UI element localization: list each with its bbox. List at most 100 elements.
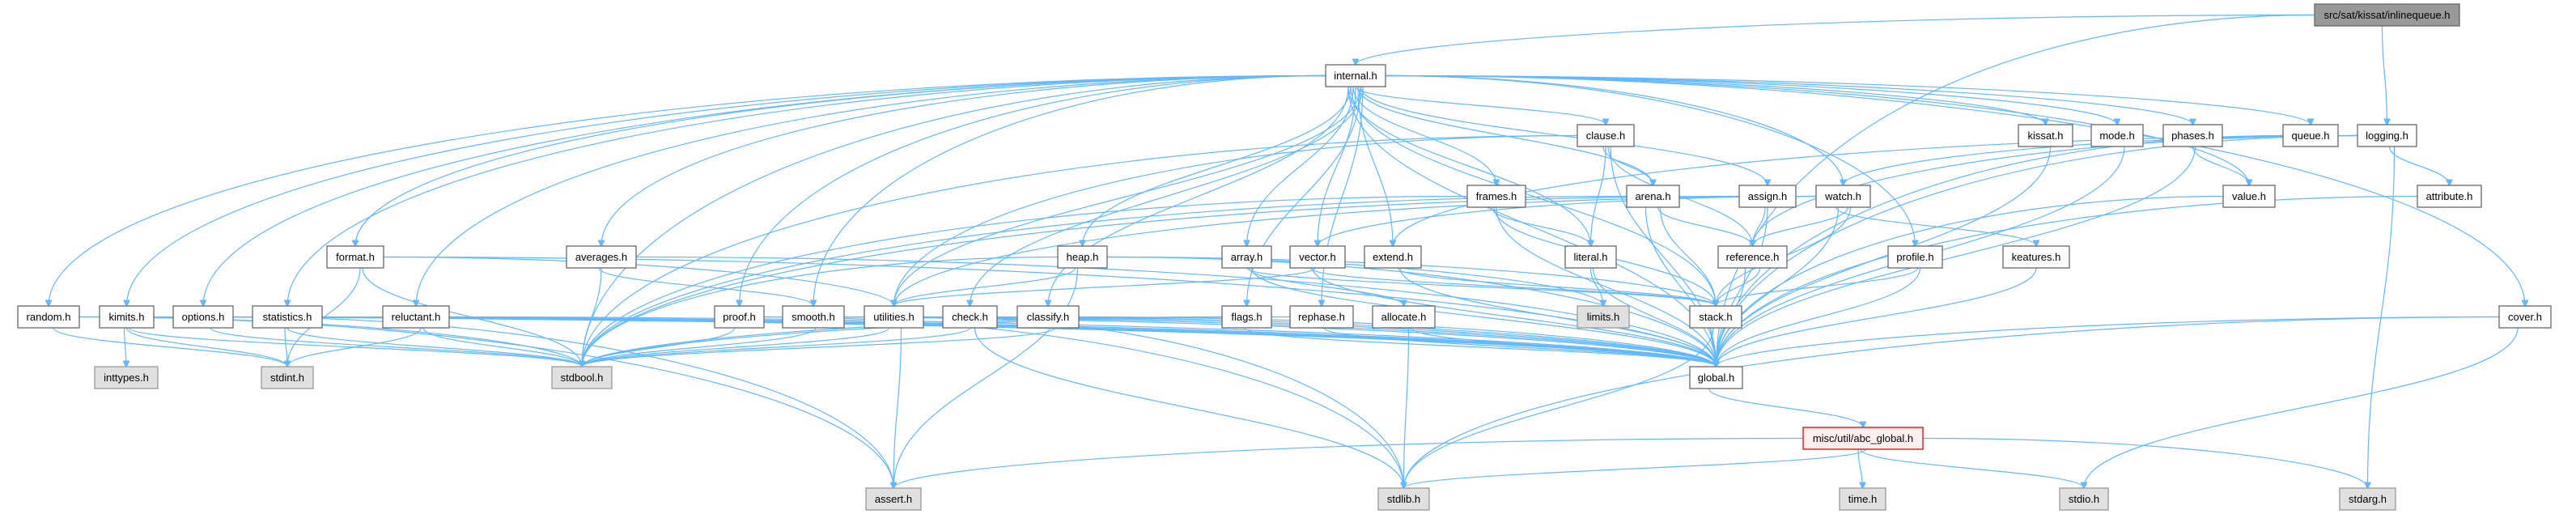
node-box: [99, 305, 155, 329]
edge-reluctant-to-global: [448, 316, 1717, 367]
edge-reluctant-to-stdint: [287, 327, 422, 367]
node-rephase[interactable]: rephase.h: [1289, 305, 1354, 329]
edge-utilities-to-stdbool: [582, 327, 890, 367]
node-label: logging.h: [2366, 130, 2408, 142]
node-label: mode.h: [2099, 130, 2134, 142]
edge-arena-to-global: [1644, 206, 1717, 367]
node-box: [2162, 124, 2223, 147]
node-logging[interactable]: logging.h: [2357, 124, 2417, 147]
node-label: time.h: [1848, 493, 1877, 505]
edge-smooth-to-stdbool: [582, 327, 817, 367]
edge-array-to-global: [1250, 267, 1717, 367]
node-label: value.h: [2232, 190, 2266, 202]
node-box: [864, 305, 924, 329]
node-mode[interactable]: mode.h: [2090, 124, 2144, 147]
edge-profile-to-global: [1717, 267, 1921, 367]
node-smooth[interactable]: smooth.h: [782, 305, 845, 329]
node-phases[interactable]: phases.h: [2162, 124, 2223, 147]
node-reluctant[interactable]: reluctant.h: [382, 305, 450, 329]
node-watch[interactable]: watch.h: [1815, 185, 1871, 208]
edge-rephase-to-global: [1323, 327, 1717, 367]
node-arena[interactable]: arena.h: [1626, 185, 1680, 208]
node-kissat[interactable]: kissat.h: [2018, 124, 2073, 147]
node-random[interactable]: random.h: [17, 305, 80, 329]
node-utilities[interactable]: utilities.h: [864, 305, 924, 329]
edge-phases-to-value: [2192, 146, 2250, 185]
node-box: [1325, 64, 1386, 87]
edge-heap-to-stdbool: [582, 256, 1059, 367]
node-vector[interactable]: vector.h: [1289, 245, 1346, 269]
node-keatures[interactable]: keatures.h: [2002, 245, 2070, 269]
node-attribute[interactable]: attribute.h: [2417, 185, 2482, 208]
edge-watch-to-vector: [1318, 195, 1817, 247]
edge-rephase-to-stdbool: [582, 316, 1291, 367]
node-internal[interactable]: internal.h: [1325, 64, 1386, 87]
node-stack[interactable]: stack.h: [1689, 305, 1742, 329]
node-format[interactable]: format.h: [326, 245, 384, 269]
node-value[interactable]: value.h: [2222, 185, 2276, 208]
node-classify[interactable]: classify.h: [1016, 305, 1080, 329]
node-reference[interactable]: reference.h: [1717, 245, 1788, 269]
node-box: [1839, 487, 1886, 511]
node-extend[interactable]: extend.h: [1364, 245, 1422, 269]
node-heap[interactable]: heap.h: [1057, 245, 1108, 269]
node-frames[interactable]: frames.h: [1466, 185, 1526, 208]
node-box: [1057, 245, 1108, 269]
node-assign[interactable]: assign.h: [1738, 185, 1797, 208]
node-check[interactable]: check.h: [942, 305, 998, 329]
node-label: clause.h: [1586, 130, 1625, 142]
node-statistics[interactable]: statistics.h: [252, 305, 323, 329]
node-cover[interactable]: cover.h: [2498, 305, 2552, 329]
edge-abc_global-to-stdio: [1860, 448, 2084, 488]
node-allocate[interactable]: allocate.h: [1372, 305, 1436, 329]
edge-internal-to-heap: [1083, 86, 1352, 246]
node-label: watch.h: [1824, 190, 1861, 202]
node-array[interactable]: array.h: [1221, 245, 1272, 269]
node-kimits[interactable]: kimits.h: [99, 305, 155, 329]
node-label: frames.h: [1476, 190, 1517, 202]
edge-statistics-to-stdint: [285, 327, 287, 367]
edge-internal-to-kissat: [1385, 74, 2046, 125]
edge-clause-to-utilities: [894, 134, 1578, 307]
node-clause[interactable]: clause.h: [1577, 124, 1635, 147]
node-queue[interactable]: queue.h: [2282, 124, 2339, 147]
node-label: reference.h: [1726, 251, 1780, 263]
node-profile[interactable]: profile.h: [1887, 245, 1943, 269]
node-flags[interactable]: flags.h: [1221, 305, 1272, 329]
node-averages[interactable]: averages.h: [566, 245, 637, 269]
node-box: [1815, 185, 1871, 208]
node-proof[interactable]: proof.h: [714, 305, 765, 329]
edge-arena-to-stdbool: [582, 195, 1628, 367]
node-label: averages.h: [575, 251, 627, 263]
edge-frames-to-stdbool: [582, 195, 1468, 367]
node-box: [2339, 487, 2396, 511]
node-options[interactable]: options.h: [172, 305, 234, 329]
node-label: global.h: [1698, 372, 1735, 384]
edge-internal-to-kimits: [127, 74, 1326, 307]
node-box: [714, 305, 765, 329]
node-label: flags.h: [1231, 311, 1262, 323]
node-literal[interactable]: literal.h: [1564, 245, 1617, 269]
node-box: [865, 487, 922, 511]
node-label: options.h: [182, 311, 225, 323]
node-label: stdio.h: [2069, 493, 2099, 505]
edge-check-to-stdbool: [582, 327, 971, 367]
edge-internal-to-rephase: [1322, 86, 1364, 306]
edge-clause-to-arena: [1602, 146, 1653, 185]
edge-assign-to-global: [1717, 206, 1768, 367]
node-abc-global[interactable]: misc/util/abc_global.h: [1802, 427, 1924, 450]
edge-arena-to-reference: [1657, 206, 1753, 246]
node-box: [1564, 245, 1617, 269]
edge-internal-to-stdbool: [582, 74, 1326, 367]
edge-abc_global-to-stdlib: [1404, 448, 1866, 488]
edge-internal-to-frames: [1352, 86, 1496, 185]
node-box: [1577, 124, 1635, 147]
edge-frames-to-global: [1496, 206, 1717, 367]
node-global[interactable]: global.h: [1689, 366, 1743, 389]
node-label: vector.h: [1299, 251, 1336, 263]
node-inlinequeue[interactable]: src/sat/kissat/inlinequeue.h: [2314, 3, 2460, 27]
edge-heap-to-limits: [1106, 256, 1603, 307]
node-label: stdlib.h: [1387, 493, 1420, 505]
edge-internal-to-phases: [1385, 74, 2193, 125]
